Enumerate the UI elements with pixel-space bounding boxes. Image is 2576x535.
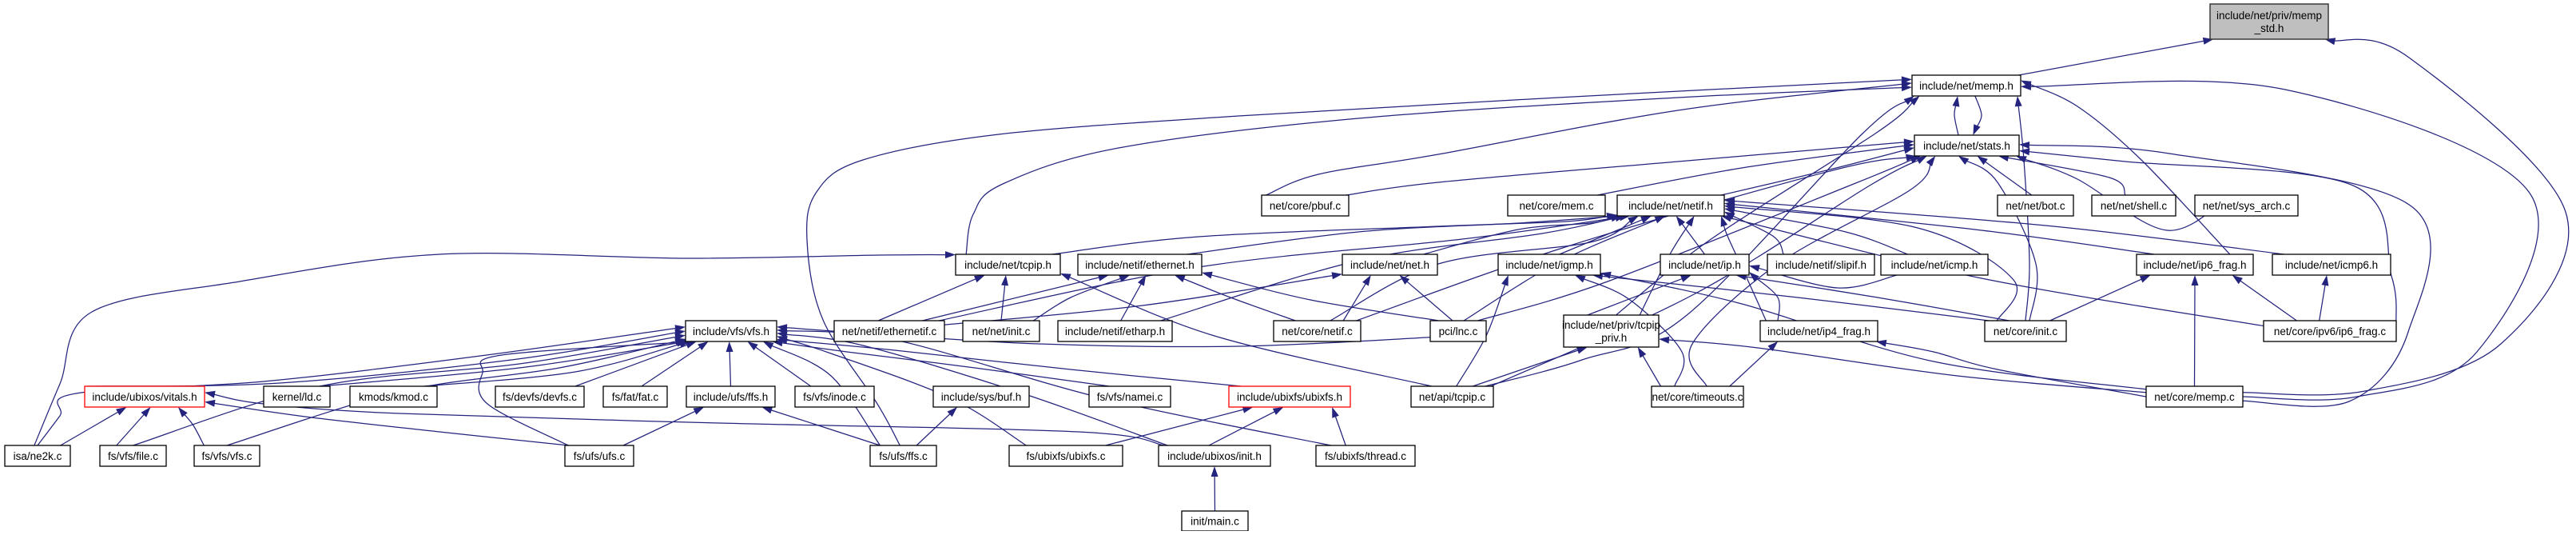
svg-text:net/core/pbuf.c: net/core/pbuf.c: [1270, 200, 1342, 212]
svg-text:net/api/tcpip.c: net/api/tcpip.c: [1419, 391, 1486, 403]
svg-text:include/ufs/ffs.h: include/ufs/ffs.h: [694, 391, 769, 403]
svg-text:_std.h: _std.h: [2254, 22, 2284, 34]
svg-text:fs/ufs/ffs.c: fs/ufs/ffs.c: [879, 450, 928, 462]
svg-text:include/net/icmp.h: include/net/icmp.h: [1891, 259, 1978, 271]
svg-text:include/net/icmp6.h: include/net/icmp6.h: [2285, 259, 2378, 271]
svg-text:include/net/priv/tcpip: include/net/priv/tcpip: [1562, 319, 1660, 331]
svg-text:include/net/net.h: include/net/net.h: [1350, 259, 1429, 271]
svg-text:include/ubixos/init.h: include/ubixos/init.h: [1167, 450, 1262, 462]
svg-text:net/core/ipv6/ip6_frag.c: net/core/ipv6/ip6_frag.c: [2274, 325, 2387, 337]
svg-text:net/core/netif.c: net/core/netif.c: [1282, 325, 1353, 337]
svg-text:net/net/shell.c: net/net/shell.c: [2101, 200, 2168, 212]
svg-text:kernel/ld.c: kernel/ld.c: [272, 391, 322, 403]
svg-text:include/net/tcpip.h: include/net/tcpip.h: [964, 259, 1051, 271]
svg-text:include/sys/buf.h: include/sys/buf.h: [941, 391, 1022, 403]
svg-text:fs/devfs/devfs.c: fs/devfs/devfs.c: [503, 391, 577, 403]
svg-text:fs/vfs/inode.c: fs/vfs/inode.c: [803, 391, 866, 403]
svg-text:net/netif/ethernetif.c: net/netif/ethernetif.c: [842, 325, 937, 337]
svg-text:include/netif/slipif.h: include/netif/slipif.h: [1775, 259, 1866, 271]
svg-text:fs/ubixfs/thread.c: fs/ubixfs/thread.c: [1325, 450, 1406, 462]
svg-text:net/core/memp.c: net/core/memp.c: [2154, 391, 2235, 403]
svg-text:_priv.h: _priv.h: [1595, 332, 1628, 344]
svg-text:fs/ubixfs/ubixfs.c: fs/ubixfs/ubixfs.c: [1026, 450, 1105, 462]
svg-text:kmods/kmod.c: kmods/kmod.c: [359, 391, 428, 403]
svg-text:init/main.c: init/main.c: [1191, 515, 1239, 527]
svg-text:net/core/init.c: net/core/init.c: [1994, 325, 2058, 337]
svg-text:net/net/sys_arch.c: net/net/sys_arch.c: [2203, 200, 2291, 212]
svg-text:include/net/memp.h: include/net/memp.h: [1919, 80, 2013, 92]
svg-text:include/net/ip4_frag.h: include/net/ip4_frag.h: [1767, 325, 1870, 337]
svg-text:include/net/stats.h: include/net/stats.h: [1923, 140, 2010, 152]
svg-text:include/net/priv/memp: include/net/priv/memp: [2216, 10, 2322, 22]
svg-text:include/netif/etharp.h: include/netif/etharp.h: [1065, 325, 1165, 337]
svg-text:include/ubixfs/ubixfs.h: include/ubixfs/ubixfs.h: [1237, 391, 1342, 403]
svg-text:include/vfs/vfs.h: include/vfs/vfs.h: [693, 325, 769, 337]
svg-text:include/netif/ethernet.h: include/netif/ethernet.h: [1085, 259, 1195, 271]
svg-text:fs/vfs/file.c: fs/vfs/file.c: [108, 450, 158, 462]
svg-text:isa/ne2k.c: isa/ne2k.c: [14, 450, 62, 462]
svg-text:include/net/netif.h: include/net/netif.h: [1628, 200, 1713, 212]
svg-text:pci/lnc.c: pci/lnc.c: [1439, 325, 1478, 337]
svg-text:fs/fat/fat.c: fs/fat/fat.c: [612, 391, 659, 403]
svg-text:include/net/ip6_frag.h: include/net/ip6_frag.h: [2143, 259, 2246, 271]
svg-text:net/net/init.c: net/net/init.c: [972, 325, 1031, 337]
svg-text:fs/ufs/ufs.c: fs/ufs/ufs.c: [574, 450, 626, 462]
svg-text:fs/vfs/vfs.c: fs/vfs/vfs.c: [201, 450, 252, 462]
svg-text:fs/vfs/namei.c: fs/vfs/namei.c: [1097, 391, 1163, 403]
svg-text:include/ubixos/vitals.h: include/ubixos/vitals.h: [92, 391, 197, 403]
svg-text:net/net/bot.c: net/net/bot.c: [2006, 200, 2065, 212]
svg-text:net/core/timeouts.c: net/core/timeouts.c: [1652, 391, 1743, 403]
svg-text:net/core/mem.c: net/core/mem.c: [1519, 200, 1593, 212]
svg-text:include/net/ip.h: include/net/ip.h: [1668, 259, 1741, 271]
svg-text:include/net/igmp.h: include/net/igmp.h: [1505, 259, 1593, 271]
